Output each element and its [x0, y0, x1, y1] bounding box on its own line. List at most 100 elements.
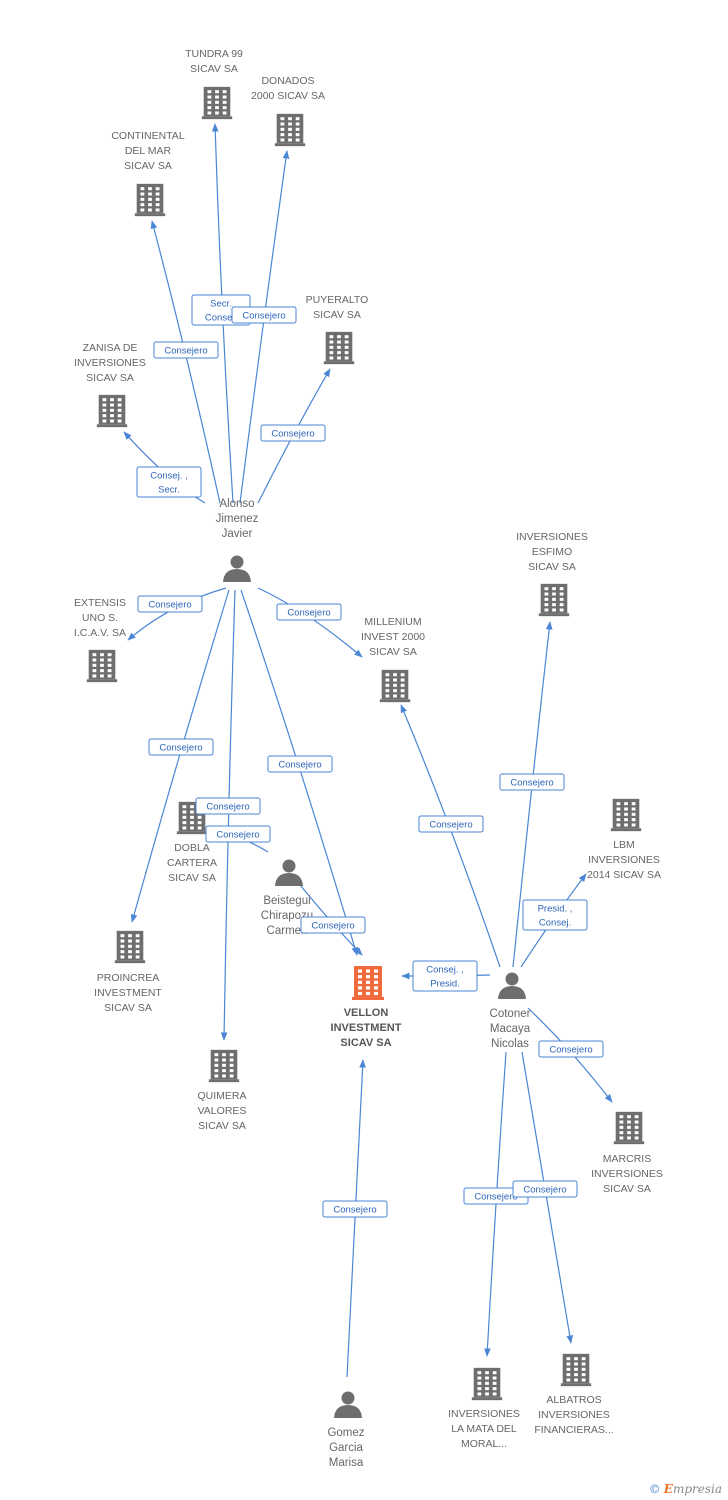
edge-label-box	[412, 960, 478, 992]
edge-label-box	[522, 899, 588, 931]
node-label-line: ESFIMO	[532, 546, 572, 558]
edge-label[interactable]: Consejero	[276, 603, 342, 621]
edge-alonso-to-continental	[150, 220, 221, 504]
edge-label-text: Consejero	[429, 820, 472, 831]
edge-label[interactable]: Consejero	[260, 424, 326, 442]
edge-label[interactable]: Consejero	[195, 797, 261, 815]
edge-label-text: Consej. ,	[426, 965, 464, 976]
node-label-line: SICAV SA	[198, 1120, 246, 1132]
edge-label-box	[512, 1180, 578, 1198]
edge-label[interactable]: Consej. , Presid.	[412, 960, 478, 992]
brand-initial: E	[663, 1482, 673, 1496]
node-label-line: EXTENSIS	[74, 597, 126, 609]
node-albatros[interactable]: ALBATROSINVERSIONESFINANCIERAS...	[534, 1353, 614, 1436]
node-label-line: 2014 SICAV SA	[587, 869, 661, 881]
edge-label-box	[499, 773, 565, 791]
edge-label[interactable]: Consejero	[538, 1040, 604, 1058]
building-icon	[538, 583, 570, 617]
node-label-line: SICAV SA	[528, 561, 576, 573]
node-label-line: SICAV SA	[104, 1002, 152, 1014]
edge-label[interactable]: Consejero	[267, 755, 333, 773]
node-label-line: Alonso	[219, 498, 254, 510]
edge-label-text: Consejero	[474, 1192, 517, 1203]
node-label-line: Marisa	[329, 1457, 364, 1469]
building-icon	[208, 1049, 240, 1083]
edge-label-box	[260, 424, 326, 442]
node-label-line: MORAL...	[461, 1438, 507, 1450]
person-icon	[334, 1391, 362, 1418]
edge-label[interactable]: Consejero	[137, 595, 203, 613]
node-label-line: Garcia	[329, 1442, 363, 1454]
node-label-line: Chirapozu	[261, 910, 313, 922]
edge-alonso-to-millenium	[257, 587, 363, 658]
node-label-line: LA MATA DEL	[451, 1423, 517, 1435]
edge-label-box	[136, 466, 202, 498]
node-label-line: Beistegui	[263, 895, 310, 907]
building-icon	[201, 86, 233, 120]
edge-label-text: Consej. ,	[150, 471, 188, 482]
building-icon	[114, 930, 146, 964]
node-label-line: DONADOS	[261, 75, 314, 87]
edge-label-text: Presid.	[430, 979, 460, 990]
edge-label[interactable]: Consej. ,Secr.	[136, 466, 202, 498]
edge-label-text: Secr.	[210, 299, 232, 310]
node-label-line: SICAV SA	[190, 63, 238, 75]
edge-label[interactable]: Consejero	[418, 815, 484, 833]
building-icon	[323, 331, 355, 365]
edge-label[interactable]: Consejero	[148, 738, 214, 756]
edge-label-text: Consejero	[159, 743, 202, 754]
node-label-line: PUYERALTO	[306, 294, 369, 306]
node-label-line: CONTINENTAL	[111, 130, 184, 142]
building-icon	[86, 649, 118, 683]
edge-label-text: Consejero	[333, 1205, 376, 1216]
node-label-line: Gomez	[327, 1427, 364, 1439]
edge-label-text: Consejero	[271, 429, 314, 440]
edge-label[interactable]: Consejero	[499, 773, 565, 791]
edge-label[interactable]: Consejero	[231, 306, 297, 324]
edge-label[interactable]: Consejero	[512, 1180, 578, 1198]
node-puyeralto[interactable]: PUYERALTO SICAV SA	[306, 294, 369, 365]
building-icon	[134, 183, 166, 217]
edge-label[interactable]: Consejero	[300, 916, 366, 934]
edge-label[interactable]: Consejero	[153, 341, 219, 359]
node-label-line: DOBLA	[174, 842, 210, 854]
node-label-line: SICAV SA	[603, 1183, 651, 1195]
edge-label-text: Consejero	[242, 311, 285, 322]
edge-label-box	[322, 1200, 388, 1218]
node-label-line: Macaya	[490, 1023, 531, 1035]
edge-label[interactable]: Consejero	[322, 1200, 388, 1218]
edge-label-box	[205, 825, 271, 843]
edge-label[interactable]: Consejero	[205, 825, 271, 843]
empresia-logo[interactable]: ©Empresia	[649, 1482, 722, 1496]
node-label-line: INVESTMENT	[331, 1022, 402, 1034]
copyright-symbol: ©	[648, 1482, 661, 1496]
edge-label[interactable]: Presid. ,Consej.	[522, 899, 588, 931]
node-label-line: Javier	[222, 528, 253, 540]
edge-line	[150, 220, 221, 504]
node-label-line: INVERSIONES	[591, 1168, 663, 1180]
node-label-line: SICAV SA	[313, 309, 361, 321]
node-label-line: I.C.A.V. SA	[74, 627, 126, 639]
building-icon	[610, 798, 642, 832]
node-label-line: INVESTMENT	[94, 987, 162, 999]
edge-label-text: Presid. ,	[538, 904, 573, 915]
